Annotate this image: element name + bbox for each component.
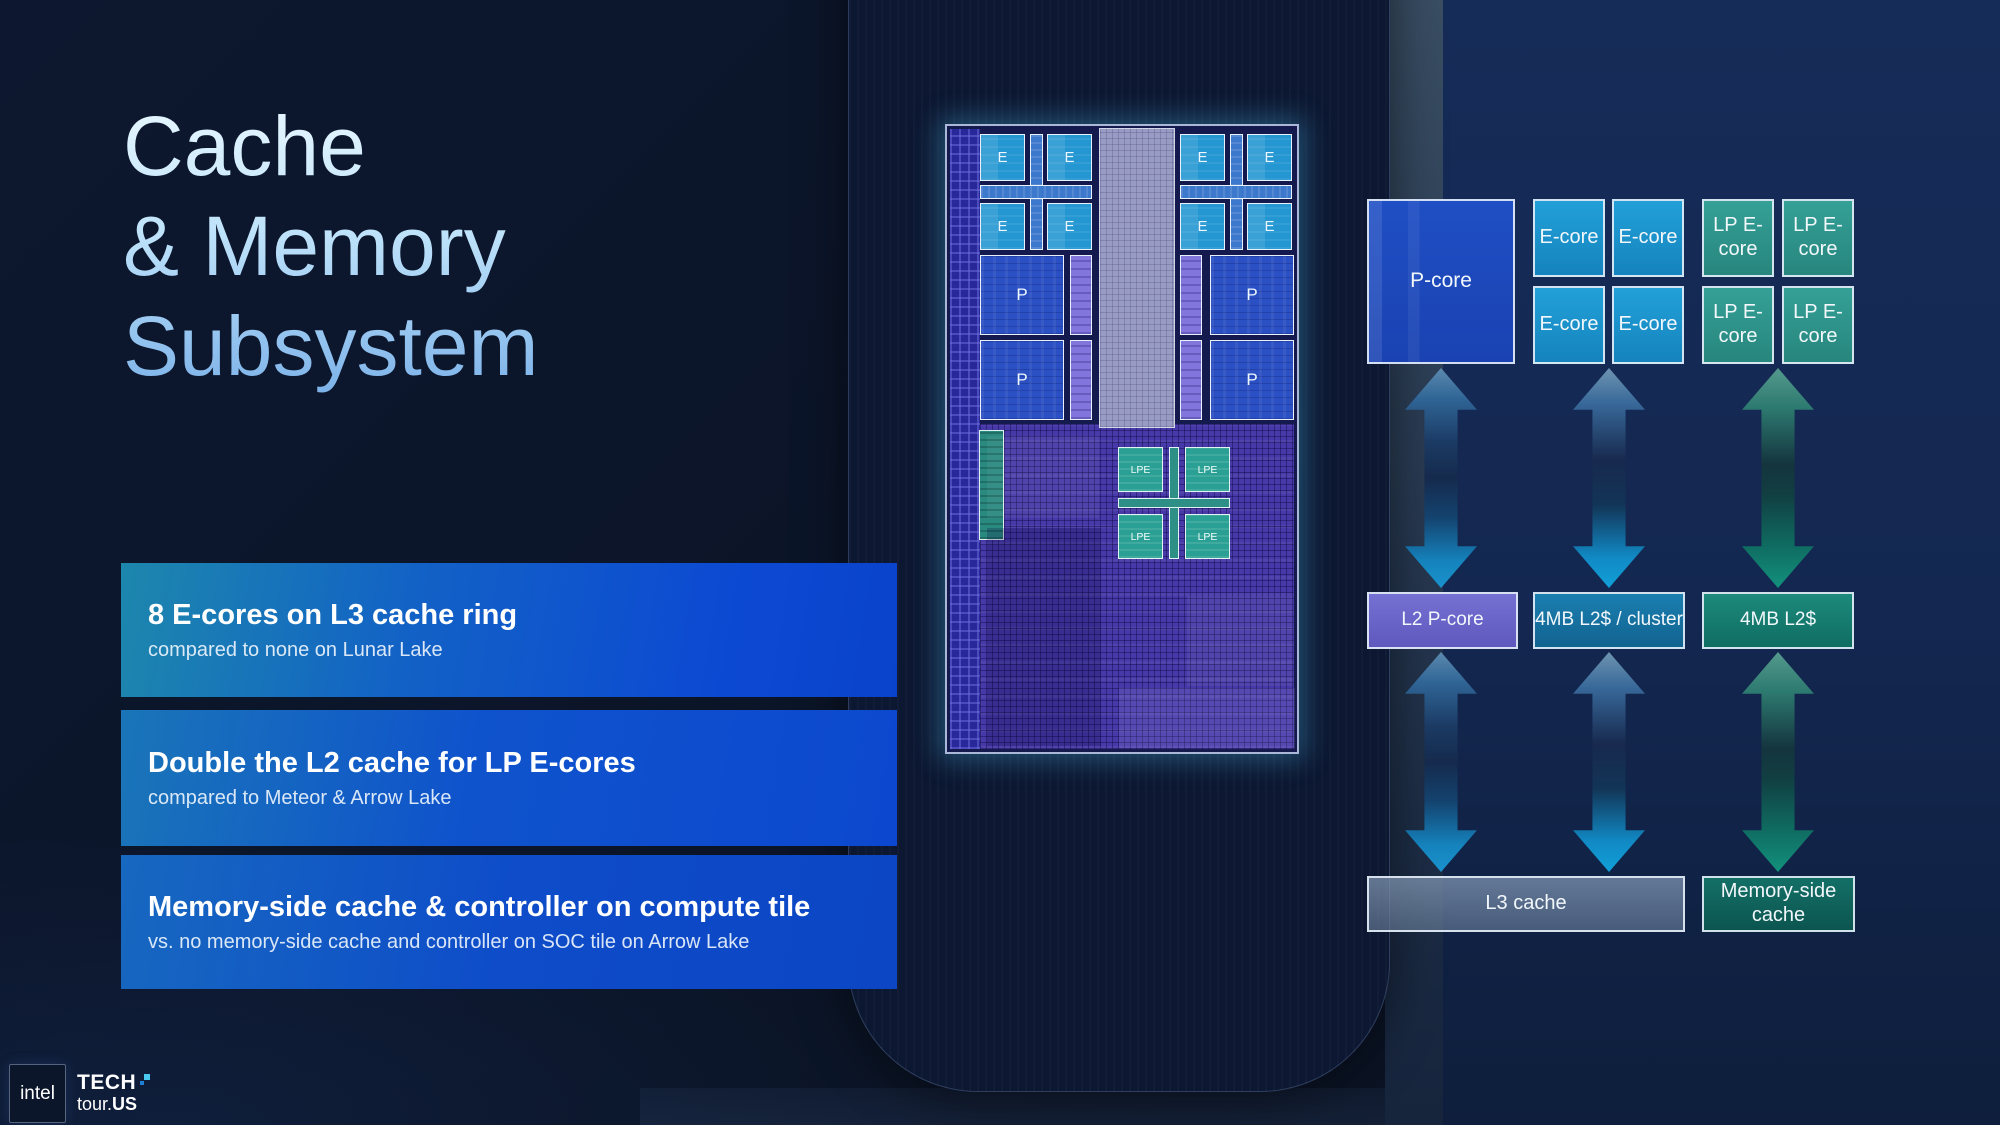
diagram-e-core-box: E-core <box>1612 199 1684 277</box>
die-lpe-core: LPE <box>1185 447 1230 492</box>
die-ring-column <box>1099 128 1175 428</box>
title-line-2: & Memory <box>123 199 506 293</box>
info-bar-memory-side: Memory-side cache & controller on comput… <box>121 855 897 989</box>
intel-logo: intel <box>9 1064 66 1123</box>
info-bar-l2-lp: Double the L2 cache for LP E-cores compa… <box>121 710 897 846</box>
right-background-panel <box>1385 0 2000 1125</box>
die-e-core-label: E <box>997 149 1008 166</box>
info-bar-heading: 8 E-cores on L3 cache ring <box>148 598 518 631</box>
die-teal-block <box>979 430 1004 540</box>
die-e-core: E <box>1247 203 1292 250</box>
die-e-core-label: E <box>1064 218 1075 235</box>
bottom-strip <box>640 1088 1400 1125</box>
die-lpe-divider <box>1118 498 1230 508</box>
die-e-core: E <box>980 134 1025 181</box>
die-e-core: E <box>1047 134 1092 181</box>
die-lpe-core-label: LPE <box>1130 530 1151 543</box>
die-shot: E E E E E E E E P P P P LPE LPE LPE LPE <box>945 124 1299 754</box>
diagram-memory-side-cache-box: Memory-side cache <box>1702 876 1855 932</box>
diagram-e-core-box: E-core <box>1533 199 1605 277</box>
die-left-edge-column <box>950 129 980 749</box>
techtour-logo: TECH tour.US <box>77 1072 151 1114</box>
die-lpe-core-label: LPE <box>1197 463 1218 476</box>
die-p-core: P <box>980 255 1064 335</box>
diagram-l2-p-core-box: L2 P-core <box>1367 592 1518 649</box>
title-line-1: Cache <box>123 99 366 193</box>
techtour-logo-top: TECH <box>77 1072 151 1093</box>
die-p-core-strip <box>1180 340 1202 420</box>
diagram-l2-cluster-box: 4MB L2$ / cluster <box>1533 592 1685 649</box>
die-lpe-cluster: LPE LPE LPE LPE <box>1118 447 1230 559</box>
die-p-core-label: P <box>1016 285 1028 304</box>
die-e-core-label: E <box>1264 149 1275 166</box>
die-e-core-label: E <box>997 218 1008 235</box>
info-bar-subtext: compared to Meteor & Arrow Lake <box>148 786 452 809</box>
info-bar-subtext: vs. no memory-side cache and controller … <box>148 930 750 953</box>
die-p-core-label: P <box>1246 285 1258 304</box>
die-lpe-core: LPE <box>1118 514 1163 559</box>
die-p-core-strip <box>1180 255 1202 335</box>
die-e-core: E <box>980 203 1025 250</box>
diagram-l2-lp-box: 4MB L2$ <box>1702 592 1854 649</box>
techtour-pixel-icon <box>140 1081 145 1085</box>
diagram-l3-cache-box: L3 cache <box>1367 876 1685 932</box>
die-lpe-core-label: LPE <box>1130 463 1151 476</box>
die-e-cluster-divider <box>980 185 1092 199</box>
die-e-core: E <box>1047 203 1092 250</box>
diagram-p-core-box: P-core <box>1367 199 1515 364</box>
diagram-lp-e-core-box: LP E-core <box>1782 199 1854 277</box>
die-p-core-strip <box>1070 255 1092 335</box>
die-lpe-core: LPE <box>1185 514 1230 559</box>
intel-logo-text: intel <box>20 1082 55 1104</box>
die-fabric-area <box>950 424 1294 749</box>
techtour-logo-bottom: tour.US <box>77 1094 138 1114</box>
die-e-core-cluster-right: E E E E <box>1180 134 1292 250</box>
die-p-core-label: P <box>1246 370 1258 389</box>
info-bar-subtext: compared to none on Lunar Lake <box>148 638 443 661</box>
die-e-cluster-divider <box>1180 185 1292 199</box>
die-e-core-label: E <box>1197 149 1208 166</box>
die-p-core: P <box>1210 255 1294 335</box>
die-e-core-cluster-left: E E E E <box>980 134 1092 250</box>
die-p-core: P <box>1210 340 1294 420</box>
die-p-core: P <box>980 340 1064 420</box>
diagram-lp-e-core-box: LP E-core <box>1782 286 1854 364</box>
die-lpe-core: LPE <box>1118 447 1163 492</box>
diagram-lp-e-core-box: LP E-core <box>1702 199 1774 277</box>
die-lpe-core-label: LPE <box>1197 530 1218 543</box>
die-p-core-strip <box>1070 340 1092 420</box>
page-title: Cache & Memory Subsystem <box>123 96 539 396</box>
die-e-core-label: E <box>1064 149 1075 166</box>
die-e-core-label: E <box>1197 218 1208 235</box>
info-bar-l3-ring: 8 E-cores on L3 cache ring compared to n… <box>121 563 897 697</box>
diagram-e-core-box: E-core <box>1533 286 1605 364</box>
info-bar-heading: Memory-side cache & controller on comput… <box>148 890 811 923</box>
techtour-pixel-icon <box>144 1074 151 1080</box>
diagram-e-core-box: E-core <box>1612 286 1684 364</box>
title-line-3: Subsystem <box>123 299 539 393</box>
die-e-core-label: E <box>1264 218 1275 235</box>
die-e-core: E <box>1247 134 1292 181</box>
die-e-core: E <box>1180 134 1225 181</box>
diagram-lp-e-core-box: LP E-core <box>1702 286 1774 364</box>
die-p-core-label: P <box>1016 370 1028 389</box>
info-bar-heading: Double the L2 cache for LP E-cores <box>148 746 636 779</box>
die-e-core: E <box>1180 203 1225 250</box>
